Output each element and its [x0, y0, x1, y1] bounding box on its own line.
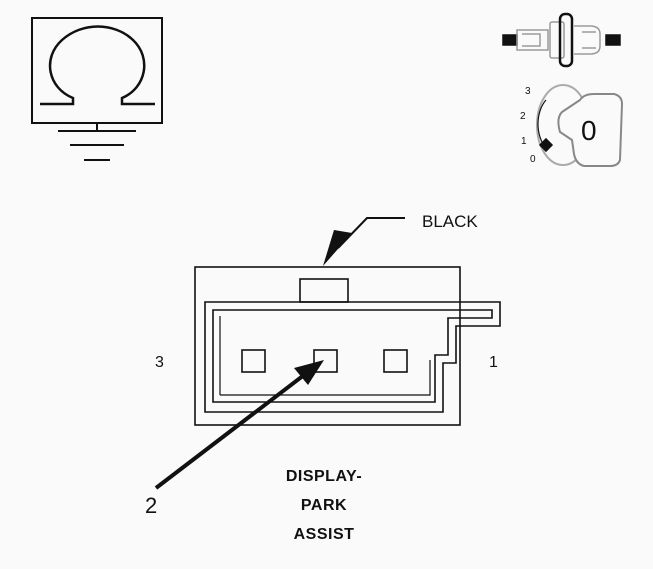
ohmmeter-ground-icon	[31, 17, 163, 161]
connector-title-line-2: PARK	[300, 497, 348, 514]
black-callout-arrow	[323, 217, 405, 266]
connector-body	[194, 266, 501, 426]
pin-1-label: 1	[489, 354, 498, 371]
key-position-2: 2	[520, 111, 526, 122]
key-state-label: 0	[581, 115, 597, 146]
pin-1-cavity	[383, 349, 408, 373]
connector-title: DISPLAY- PARK ASSIST	[224, 468, 424, 555]
pin-cavities	[241, 349, 408, 373]
connector-title-line-1: DISPLAY-	[285, 468, 363, 485]
pin-2-label: 2	[145, 493, 158, 518]
pin-3-cavity	[241, 349, 266, 373]
pin-3-label: 3	[155, 354, 164, 371]
key-position-0: 0	[530, 154, 536, 165]
connector-color-label: BLACK	[422, 212, 478, 231]
pin-2-pointer-arrow	[154, 360, 324, 490]
key-position-1: 1	[521, 136, 527, 147]
ignition-key-icon	[536, 84, 624, 167]
key-position-3: 3	[525, 86, 531, 97]
fuse-icon	[502, 12, 621, 68]
connector-title-line-3: ASSIST	[293, 526, 355, 543]
